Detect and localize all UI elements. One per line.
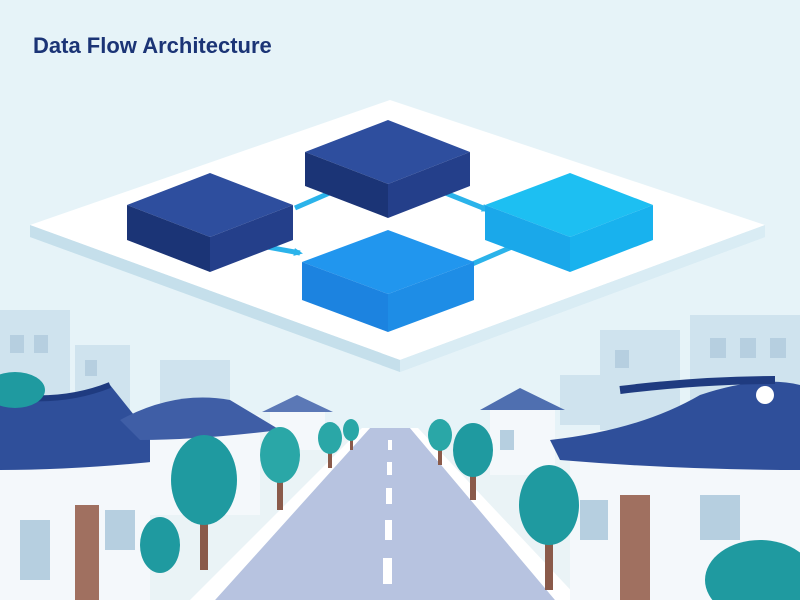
road-markings [383, 440, 392, 584]
house-left [0, 382, 170, 600]
tree [453, 423, 493, 500]
block-left [127, 173, 293, 272]
block-bottom [302, 230, 474, 332]
building-windows [10, 335, 786, 376]
tree [428, 419, 452, 465]
sidewalk-left [190, 428, 370, 600]
bush [0, 372, 800, 600]
far-house-right [480, 388, 565, 475]
sidewalk-right [410, 428, 580, 600]
tree [171, 435, 237, 570]
tree [260, 427, 300, 510]
road [215, 428, 555, 600]
block-right [485, 173, 653, 272]
house-right [550, 376, 800, 600]
tree [343, 419, 359, 450]
block-top [305, 120, 470, 218]
trees [0, 372, 800, 600]
page-title: Data Flow Architecture [33, 33, 272, 58]
tree [318, 422, 342, 468]
tree [519, 465, 579, 590]
